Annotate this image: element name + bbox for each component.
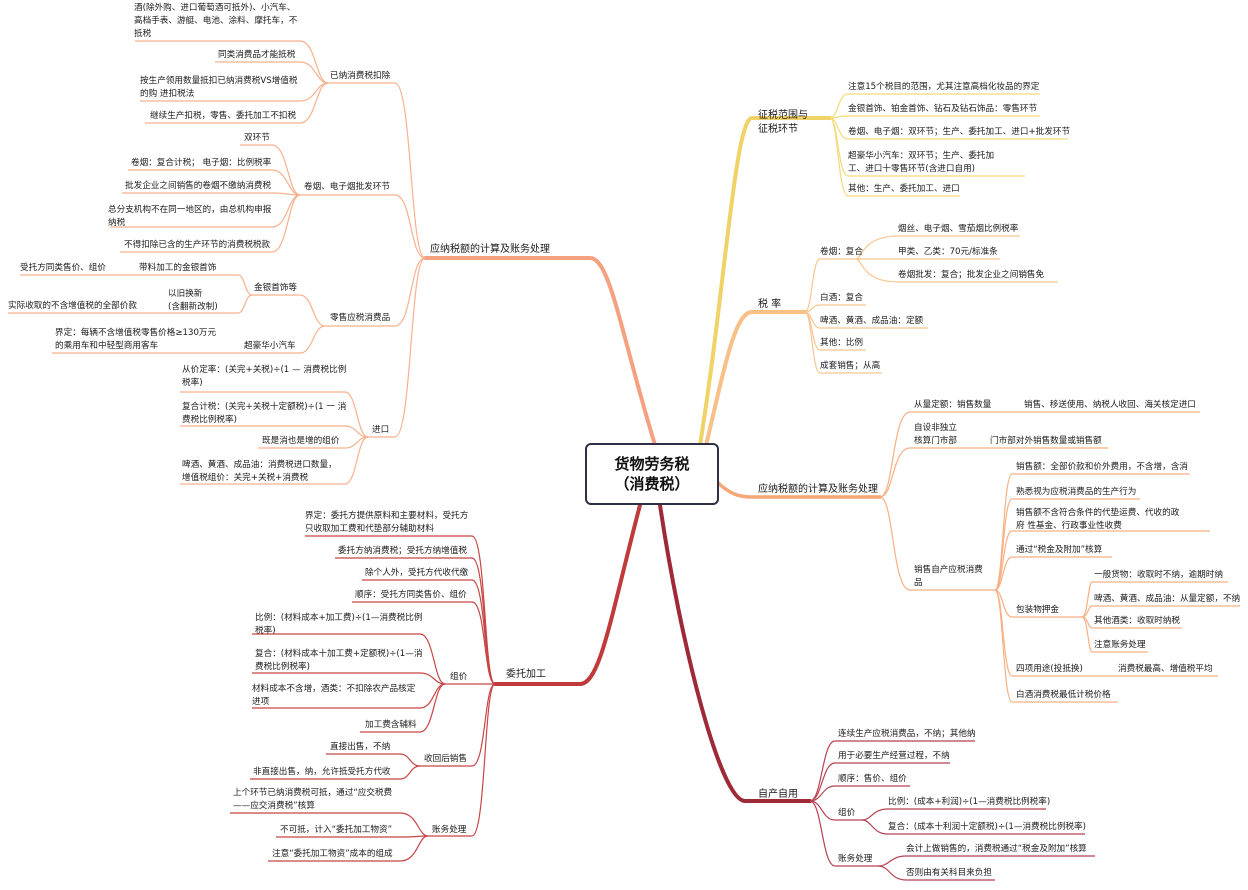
- topic-selfuse[interactable]: 自产自用: [758, 789, 798, 800]
- entrust-sale-item-1[interactable]: 直接出售，不纳: [330, 742, 391, 752]
- selfuse-acct-item-2[interactable]: 否则由有关科目来负担: [906, 868, 992, 878]
- entrust-item-4[interactable]: 顺序：受托方同类售价、组价: [355, 590, 467, 600]
- entrust-group-item-2[interactable]: 复合：(材料成本十加工费+定额税)÷(1—消 费税比例税率): [255, 649, 423, 672]
- branch-entrust: [493, 503, 642, 686]
- entrust-group-item-3[interactable]: 材料成本不含增，酒类：不扣除农产品核定 进项: [252, 684, 416, 707]
- rate-cig-item-3[interactable]: 卷烟批发：复合；批发企业之间销售免: [898, 270, 1045, 280]
- entrust-group[interactable]: 组价: [450, 672, 468, 682]
- entrust-item-3[interactable]: 除个人外，受托方代收代缴: [365, 568, 469, 578]
- calc-pack-item-3[interactable]: 其他酒类：收取时纳税: [1094, 616, 1180, 626]
- calc-qty[interactable]: 从量定额：销售数量: [914, 400, 992, 410]
- topic-calc-left[interactable]: 应纳税额的计算及账务处理: [430, 244, 550, 255]
- rate-cig-item-2[interactable]: 甲类、乙类：70元/标准条: [898, 247, 998, 257]
- wholesale-item-5[interactable]: 不得扣除已含的生产环节的消费税税款: [124, 240, 271, 250]
- calc-baijiu-min[interactable]: 白酒消费税最低计税价格: [1016, 690, 1111, 700]
- scope-item-2[interactable]: 金银首饰、铂金首饰、钻石及钻石饰品：零售环节: [848, 104, 1038, 114]
- calc-self-item-2[interactable]: 熟悉视为应税消费品的生产行为: [1016, 487, 1137, 497]
- branch-calc-left: [423, 256, 657, 447]
- selfuse-acct[interactable]: 账务处理: [838, 854, 873, 864]
- central-topic-line2: （消费税）: [614, 475, 690, 493]
- retail-luxury[interactable]: 超豪华小汽车: [244, 341, 296, 351]
- calc-pack-item-4[interactable]: 注意账务处理: [1094, 640, 1146, 650]
- topic-scope[interactable]: 征税范围与 征税环节: [758, 110, 808, 135]
- branch-rate: [703, 310, 807, 452]
- selfuse-item-1[interactable]: 连续生产应税消费品，不纳；其他纳: [838, 729, 976, 739]
- rate-beer[interactable]: 啤酒、黄酒、成品油：定额: [820, 316, 924, 326]
- entrust-acct-item-1[interactable]: 上个环节已纳消费税可抵，通过“应交税费 ——应交消费税”核算: [233, 788, 393, 811]
- branch-scope: [698, 116, 832, 447]
- wholesale-item-1[interactable]: 双环节: [244, 133, 270, 143]
- entrust-item-1[interactable]: 界定：委托方提供原料和主要材料，受托方 只收取加工费和代垫部分辅助材料: [305, 511, 469, 534]
- rate-other[interactable]: 其他：比例: [820, 338, 863, 348]
- entrust-item-2[interactable]: 委托方纳消费税；受托方纳增值税: [338, 546, 467, 556]
- selfuse-acct-item-1[interactable]: 会计上做销售的，消费税通过“税金及附加”核算: [906, 844, 1087, 854]
- calc-shop[interactable]: 自设非独立 核算门市部: [914, 423, 957, 446]
- rate-highest[interactable]: 成套销售；从高: [820, 361, 881, 371]
- deduct-item-4[interactable]: 继续生产扣税，零售、委托加工不扣税: [150, 111, 297, 121]
- retail-luxury-item[interactable]: 界定：每辆不含增值税零售价格≥130万元 的乘用车和中轻型商用客车: [55, 328, 217, 351]
- deduct-item-3[interactable]: 按生产领用数量抵扣已纳消费税VS增值税 的购 进扣税法: [140, 76, 298, 99]
- entrust-sale-item-2[interactable]: 非直接出售，纳，允许抵受托方代收: [253, 767, 391, 777]
- entrust-sale[interactable]: 收回后销售: [424, 754, 467, 764]
- calc-self-item-1[interactable]: 销售额：全部价款和价外费用，不含增，含消: [1016, 462, 1188, 472]
- selfuse-group-item-1[interactable]: 比例：(成本+利润)÷(1—消费税比例税率): [888, 797, 1051, 807]
- rate-cig[interactable]: 卷烟：复合: [820, 247, 863, 257]
- scope-item-5[interactable]: 其他：生产、委托加工、进口: [848, 184, 960, 194]
- wholesale-item-4[interactable]: 总分支机构不在同一地区的，由总机构申报 纳税: [108, 205, 272, 228]
- retail-label[interactable]: 零售应税消费品: [330, 313, 391, 323]
- retail-exch-item[interactable]: 实际收取的不含增值税的全部价款: [8, 301, 137, 311]
- rate-baijiu[interactable]: 白酒：复合: [820, 293, 863, 303]
- deduct-item-1[interactable]: 酒(除外购、进口葡萄酒可抵外)、小汽车、 高档手表、游艇、电池、涂料、摩托车，不…: [134, 3, 298, 39]
- calc-pack-item-1[interactable]: 一般货物：收取时不纳，逾期时纳: [1094, 570, 1223, 580]
- entrust-acct-item-2[interactable]: 不可抵，计入“委托加工物资”: [280, 825, 393, 835]
- branch-calc-right: [713, 478, 882, 499]
- retail-jewelry[interactable]: 金银首饰等: [254, 283, 297, 293]
- wholesale-item-2[interactable]: 卷烟：复合计税； 电子烟：比例税率: [131, 158, 272, 168]
- entrust-acct[interactable]: 账务处理: [432, 825, 467, 835]
- import-label[interactable]: 进口: [372, 425, 390, 435]
- calc-shop-item[interactable]: 门市部对外销售数量或销售额: [990, 436, 1102, 446]
- calc-self[interactable]: 销售自产应税消费 品: [914, 565, 983, 588]
- calc-four[interactable]: 四项用途(投抵换): [1016, 664, 1083, 674]
- branch-selfuse: [658, 503, 812, 803]
- import-item-4[interactable]: 啤酒、黄酒、成品油：消费税进口数量， 增值税组价：关完+关税+消费税: [182, 460, 337, 483]
- selfuse-group[interactable]: 组价: [838, 808, 856, 818]
- calc-qty-item[interactable]: 销售、移送使用、纳税人收回、海关核定进口: [1024, 400, 1196, 410]
- entrust-group-item-1[interactable]: 比例：(材料成本+加工费)÷(1—消费税比例 税率): [255, 613, 423, 636]
- entrust-acct-item-3[interactable]: 注意“委托加工物资”成本的组成: [272, 849, 393, 859]
- wholesale-label[interactable]: 卷烟、电子烟批发环节: [304, 182, 390, 192]
- scope-item-3[interactable]: 卷烟、电子烟：双环节；生产、委托加工、进口+批发环节: [848, 127, 1071, 137]
- import-item-2[interactable]: 复合计税：(关完+关税十定额税)÷(1 一 消 费税比例税率): [182, 402, 347, 425]
- calc-pack[interactable]: 包装物押金: [1016, 605, 1059, 615]
- retail-proc[interactable]: 带料加工的金银首饰: [139, 263, 217, 273]
- scope-item-4[interactable]: 超豪华小汽车：双环节；生产、委托加 工、进口十零售环节(含进口自用): [848, 151, 995, 174]
- rate-cig-item-1[interactable]: 烟丝、电子烟、雪茄烟比例税率: [898, 224, 1019, 234]
- deduct-item-2[interactable]: 同类消费品才能抵税: [218, 50, 296, 60]
- central-topic-line1: 货物劳务税: [614, 455, 690, 473]
- import-item-3[interactable]: 既是消也是增的组价: [262, 436, 340, 446]
- topic-calc-right[interactable]: 应纳税额的计算及账务处理: [758, 484, 878, 495]
- calc-self-item-3[interactable]: 销售额不含符合条件的代垫运费、代收的政 府 性基金、行政事业性收费: [1016, 508, 1180, 531]
- wholesale-item-3[interactable]: 批发企业之间销售的卷烟不缴纳消费税: [125, 181, 272, 191]
- calc-self-item-4[interactable]: 通过“税金及附加”核算: [1016, 545, 1103, 555]
- selfuse-group-item-2[interactable]: 复合：(成本十利润十定额税)÷(1—消费税比例税率): [888, 822, 1086, 832]
- topic-entrust[interactable]: 委托加工: [506, 669, 546, 680]
- import-item-1[interactable]: 从价定率：(关完+关税)÷(1 — 消费税比例 税率): [182, 365, 347, 388]
- scope-item-1[interactable]: 注意15个税目的范围，尤其注意高档化妆品的界定: [848, 82, 1040, 92]
- calc-four-item[interactable]: 消费税最高、增值税平均: [1118, 664, 1213, 674]
- entrust-group-item-4[interactable]: 加工费含辅料: [365, 720, 417, 730]
- selfuse-item-3[interactable]: 顺序：售价、组价: [838, 774, 907, 784]
- central-topic[interactable]: 货物劳务税 （消费税）: [585, 443, 719, 505]
- topic-rate[interactable]: 税 率: [758, 299, 782, 310]
- calc-pack-item-2[interactable]: 啤酒、黄酒、成品油：从量定额，不纳: [1094, 594, 1241, 604]
- selfuse-item-2[interactable]: 用于必要生产经营过程，不纳: [838, 751, 950, 761]
- retail-proc-item[interactable]: 受托方同类售价、组价: [20, 263, 106, 273]
- deduct-label[interactable]: 已纳消费税扣除: [330, 71, 391, 81]
- retail-exch[interactable]: 以旧换新 (含翻新改制): [168, 289, 218, 312]
